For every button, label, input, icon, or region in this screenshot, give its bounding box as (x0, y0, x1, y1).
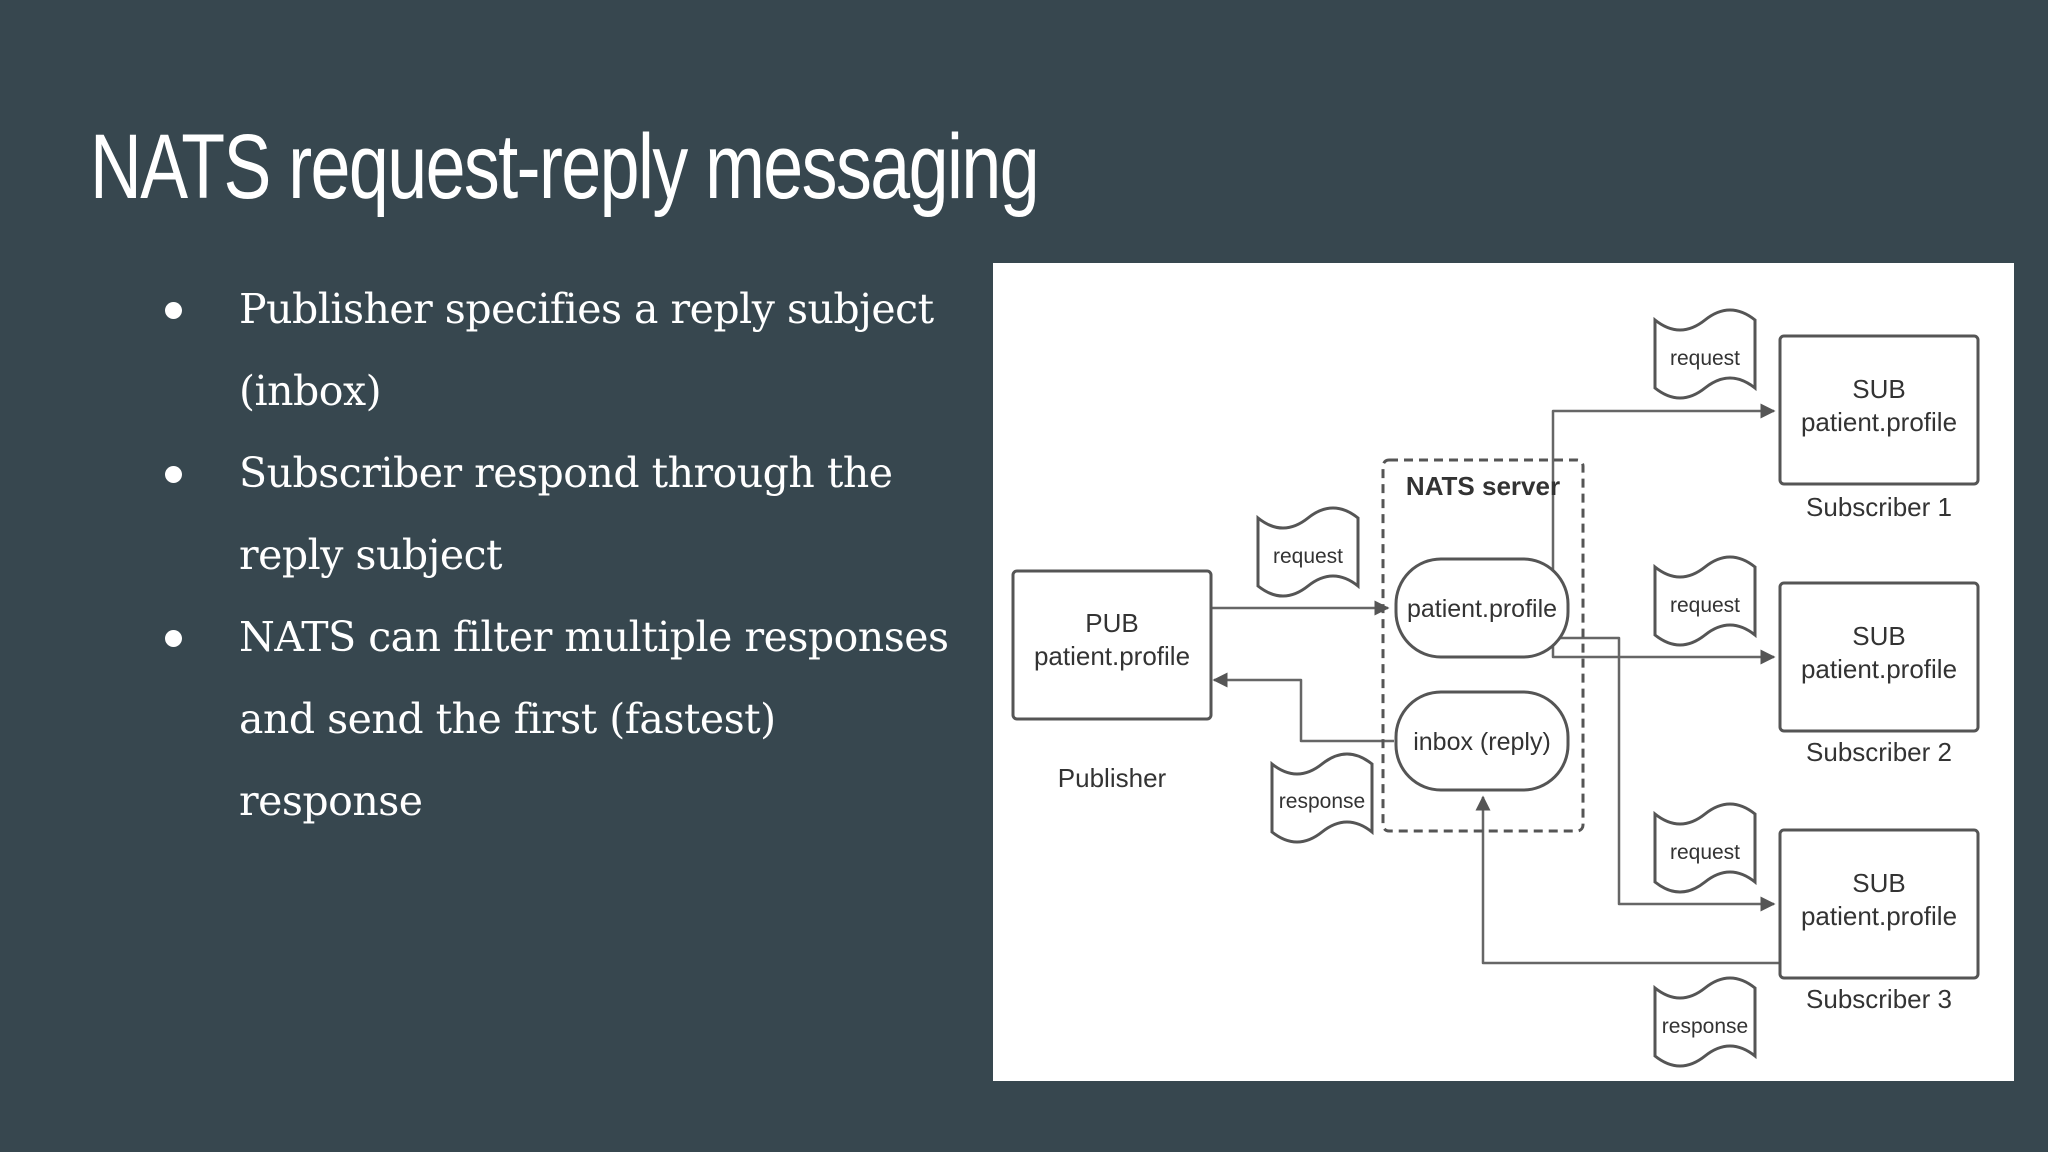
publisher-box (1011, 569, 1213, 721)
nats-server-label: NATS server (1406, 471, 1560, 501)
subscriber-3-caption: Subscriber 3 (1806, 984, 1952, 1014)
sub3-to-inbox-arrow (1475, 795, 1780, 965)
message-pub-response-label: response (1279, 790, 1365, 813)
message-sub1-request-icon: request (1653, 308, 1757, 400)
diagram-panel: NATS server patient.profile inbox (reply… (993, 263, 2014, 1081)
bullet-list: Publisher specifies a reply subject (inb… (155, 268, 955, 842)
bullet-text: Subscriber respond through the reply sub… (239, 449, 893, 579)
subscriber-1-kind: SUB (1852, 374, 1905, 404)
bullet-item: Publisher specifies a reply subject (inb… (155, 268, 955, 432)
message-sub2-request-label: request (1670, 594, 1740, 617)
bullet-dot-icon (165, 302, 182, 319)
subscriber-2-box (1778, 581, 1980, 733)
message-sub3-response-label: response (1662, 1015, 1748, 1038)
message-pub-request-icon: request (1256, 506, 1360, 598)
nats-server-boundary (1381, 458, 1585, 833)
message-sub2-request-icon: request (1653, 555, 1757, 647)
subscriber-1-box (1778, 334, 1980, 486)
bullet-dot-icon (165, 630, 182, 647)
request-reply-diagram: NATS server patient.profile inbox (reply… (1011, 308, 1980, 1068)
message-pub-response-icon: response (1270, 752, 1374, 844)
bullet-text: Publisher specifies a reply subject (inb… (239, 285, 934, 415)
message-sub3-response-icon: response (1653, 976, 1757, 1068)
server-subject-node-label: patient.profile (1407, 595, 1557, 623)
publisher-kind: PUB (1085, 608, 1138, 638)
bullet-item: NATS can filter multiple responses and s… (155, 596, 955, 842)
publisher-caption: Publisher (1058, 763, 1167, 793)
subscriber-1-caption: Subscriber 1 (1806, 492, 1952, 522)
subscriber-3-kind: SUB (1852, 868, 1905, 898)
subscriber-2-caption: Subscriber 2 (1806, 737, 1952, 767)
message-sub3-request-icon: request (1653, 802, 1757, 894)
server-to-sub3-arrow (1523, 636, 1776, 912)
inbox-to-pub-arrow (1212, 672, 1394, 743)
slide-title: NATS request-reply messaging (90, 116, 1040, 218)
server-subject-node (1394, 557, 1570, 659)
bullet-dot-icon (165, 466, 182, 483)
message-sub1-request-label: request (1670, 347, 1740, 370)
message-sub3-request-label: request (1670, 841, 1740, 864)
publisher-subject: patient.profile (1034, 641, 1190, 671)
bullet-item: Subscriber respond through the reply sub… (155, 432, 955, 596)
message-pub-request-label: request (1273, 545, 1343, 568)
subscriber-3-box (1778, 828, 1980, 980)
server-inbox-node (1394, 690, 1570, 792)
server-inbox-node-label: inbox (reply) (1413, 728, 1551, 756)
subscriber-2-subject: patient.profile (1801, 654, 1957, 684)
subscriber-2-kind: SUB (1852, 621, 1905, 651)
subscriber-1-subject: patient.profile (1801, 407, 1957, 437)
subscriber-3-subject: patient.profile (1801, 901, 1957, 931)
bullet-text: NATS can filter multiple responses and s… (239, 613, 949, 825)
